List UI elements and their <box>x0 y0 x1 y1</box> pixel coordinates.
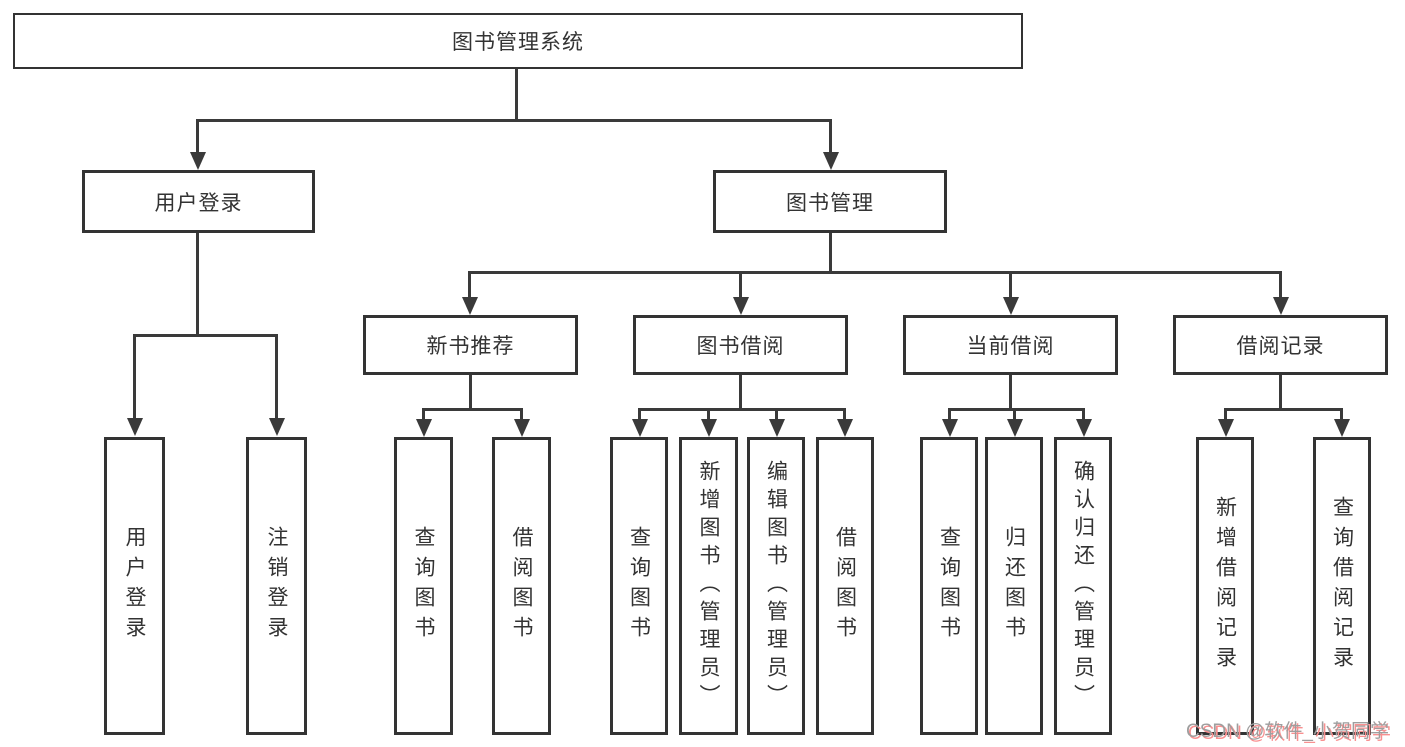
connector-line <box>638 408 846 411</box>
leaf-edit-book-admin-label: 编辑图书（管理员） <box>764 460 788 712</box>
connector-line <box>469 375 472 408</box>
leaf-borrow-book-2: 借阅图书 <box>816 437 874 735</box>
node-current-borrow-label: 当前借阅 <box>966 335 1055 358</box>
node-borrow-record: 借阅记录 <box>1173 315 1388 375</box>
leaf-query-book-3: 查询图书 <box>920 437 978 735</box>
connector-line <box>196 233 199 334</box>
leaf-borrow-book-1-label: 借阅图书 <box>510 526 533 646</box>
leaf-query-book-1: 查询图书 <box>394 437 453 735</box>
connector-arrow-down-icon <box>739 271 742 297</box>
node-borrow-record-label: 借阅记录 <box>1236 335 1325 358</box>
connector-arrow-down-icon <box>133 334 136 418</box>
connector-arrow-down-icon <box>275 334 278 418</box>
leaf-logout: 注销登录 <box>246 437 307 735</box>
node-book-management-label: 图书管理 <box>786 191 874 215</box>
connector-line <box>739 375 742 408</box>
leaf-user-login: 用户登录 <box>104 437 165 735</box>
connector-arrow-down-icon <box>1279 271 1282 297</box>
connector-arrow-down-icon <box>1082 408 1085 419</box>
connector-line <box>1279 375 1282 408</box>
leaf-borrow-book-1: 借阅图书 <box>492 437 551 735</box>
connector-line <box>133 334 278 337</box>
connector-line <box>1224 408 1343 411</box>
connector-line <box>1009 375 1012 408</box>
connector-arrow-down-icon <box>829 119 832 152</box>
node-new-book-recommend: 新书推荐 <box>363 315 578 375</box>
leaf-query-book-2-label: 查询图书 <box>627 526 651 646</box>
connector-arrow-down-icon <box>948 408 951 419</box>
connector-line <box>515 69 518 119</box>
connector-arrow-down-icon <box>707 408 710 419</box>
connector-arrow-down-icon <box>520 408 523 419</box>
node-current-borrow: 当前借阅 <box>903 315 1118 375</box>
connector-line <box>422 408 522 411</box>
node-root-label: 图书管理系统 <box>452 31 584 54</box>
node-new-book-recommend-label: 新书推荐 <box>426 335 515 358</box>
connector-line <box>468 271 1282 274</box>
leaf-borrow-book-2-label: 借阅图书 <box>833 526 857 646</box>
node-user-login-label: 用户登录 <box>154 191 243 215</box>
connector-arrow-down-icon <box>638 408 641 419</box>
connector-arrow-down-icon <box>775 408 778 419</box>
connector-line <box>948 408 1085 411</box>
leaf-query-borrow-record-label: 查询借阅记录 <box>1330 496 1354 676</box>
leaf-edit-book-admin: 编辑图书（管理员） <box>747 437 805 735</box>
connector-line <box>829 233 832 271</box>
leaf-query-book-3-label: 查询图书 <box>937 526 961 646</box>
leaf-add-borrow-record: 新增借阅记录 <box>1196 437 1254 735</box>
csdn-watermark: CSDN @软件_小贺同学 <box>1186 721 1389 742</box>
leaf-add-borrow-record-label: 新增借阅记录 <box>1213 496 1237 676</box>
connector-arrow-down-icon <box>196 119 199 152</box>
leaf-return-book-label: 归还图书 <box>1002 526 1026 646</box>
connector-arrow-down-icon <box>1224 408 1227 419</box>
leaf-confirm-return-admin-label: 确认归还（管理员） <box>1071 460 1095 712</box>
connector-arrow-down-icon <box>843 408 846 419</box>
node-book-management: 图书管理 <box>713 170 947 233</box>
leaf-return-book: 归还图书 <box>985 437 1043 735</box>
leaf-query-book-1-label: 查询图书 <box>412 526 435 646</box>
node-root: 图书管理系统 <box>13 13 1023 69</box>
leaf-user-login-label: 用户登录 <box>123 526 146 646</box>
node-user-login: 用户登录 <box>82 170 315 233</box>
leaf-query-book-2: 查询图书 <box>610 437 668 735</box>
leaf-add-book-admin: 新增图书（管理员） <box>679 437 738 735</box>
connector-arrow-down-icon <box>422 408 425 419</box>
connector-line <box>196 119 832 122</box>
connector-arrow-down-icon <box>468 271 471 297</box>
connector-arrow-down-icon <box>1009 271 1012 297</box>
leaf-confirm-return-admin: 确认归还（管理员） <box>1054 437 1112 735</box>
node-book-borrow-label: 图书借阅 <box>696 335 785 358</box>
leaf-logout-label: 注销登录 <box>265 526 288 646</box>
leaf-query-borrow-record: 查询借阅记录 <box>1313 437 1371 735</box>
connector-arrow-down-icon <box>1013 408 1016 419</box>
node-book-borrow: 图书借阅 <box>633 315 848 375</box>
connector-arrow-down-icon <box>1340 408 1343 419</box>
leaf-add-book-admin-label: 新增图书（管理员） <box>697 460 720 712</box>
